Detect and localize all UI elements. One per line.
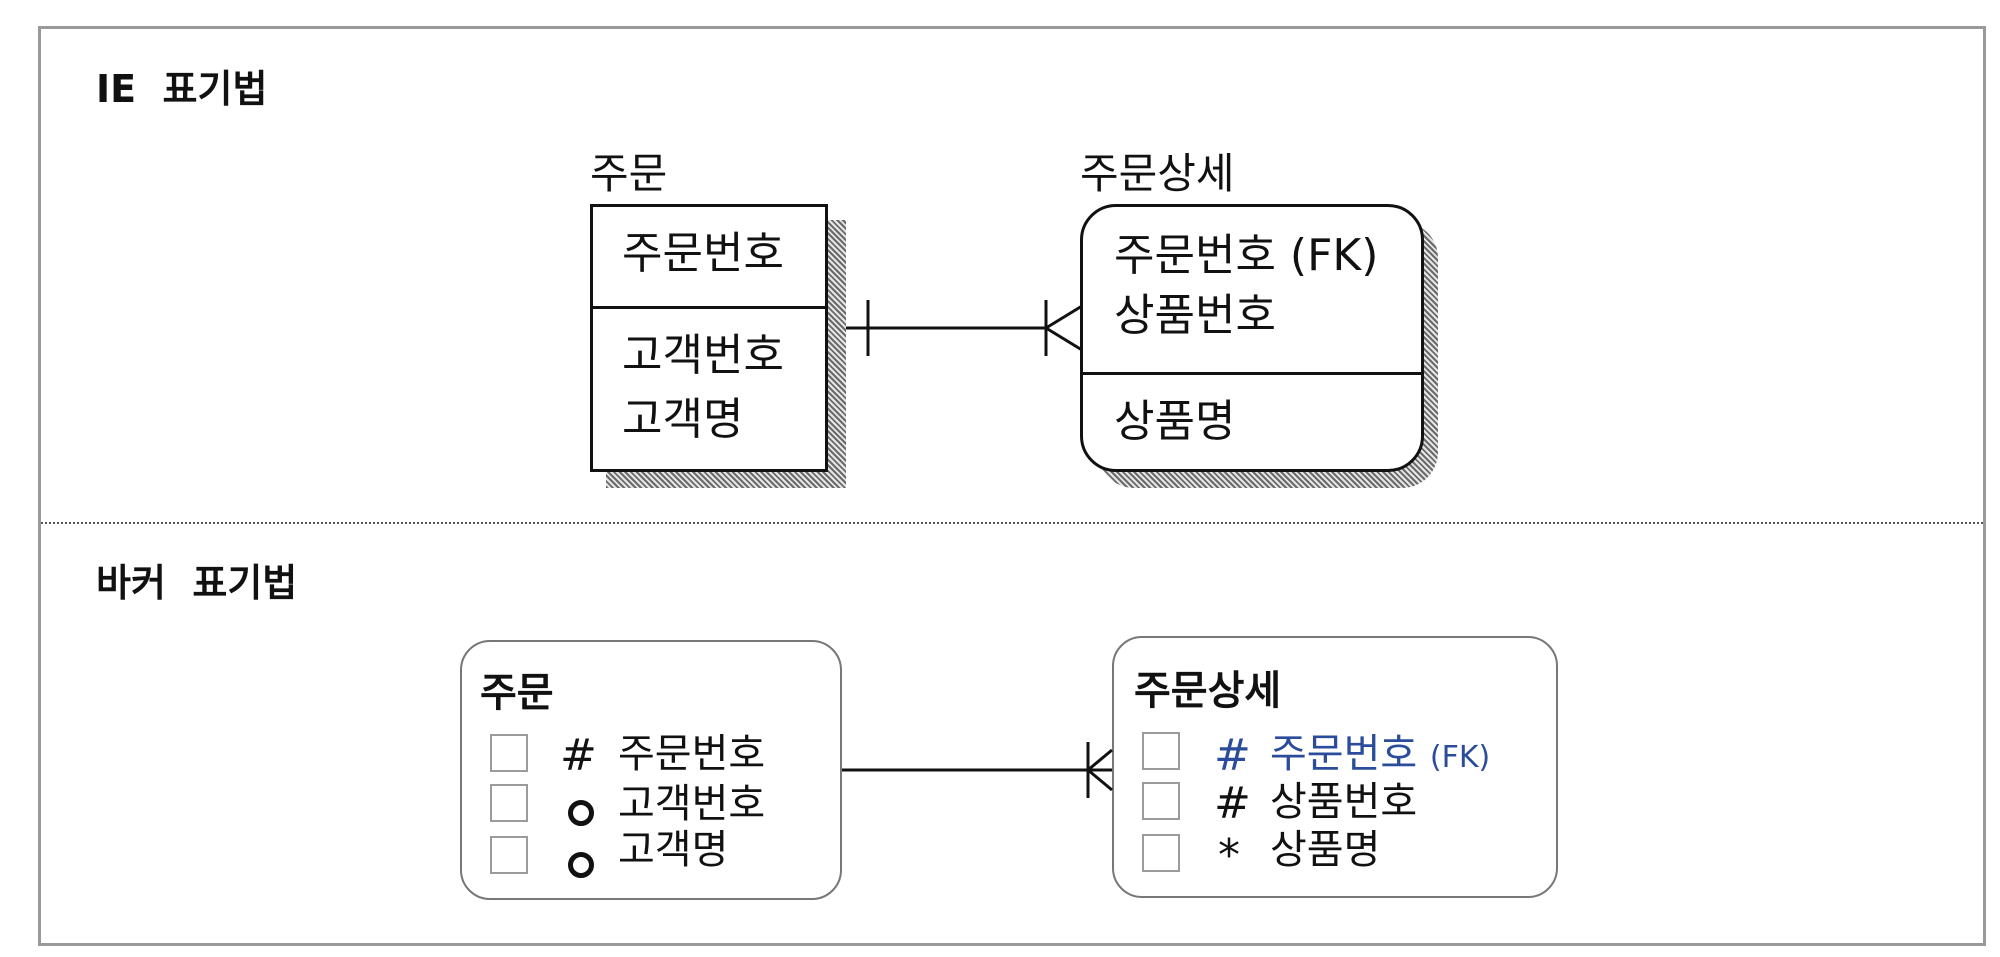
ie-detail-key-separator (1082, 372, 1422, 375)
barker-optional-symbol (568, 800, 594, 826)
barker-row-checkbox (1142, 782, 1180, 820)
barker-identifier-symbol: # (560, 730, 597, 781)
barker-detail-attr: 상품명 (1270, 827, 1381, 873)
section-divider (41, 522, 1983, 524)
barker-row-checkbox (490, 734, 528, 772)
ie-detail-pk-attr: 상품번호 (1114, 290, 1276, 341)
barker-detail-attr: 상품번호 (1270, 779, 1418, 825)
barker-order-entity-name: 주문 (480, 670, 554, 716)
ie-order-entity-box (590, 204, 828, 472)
barker-row-checkbox (1142, 834, 1180, 872)
barker-crowfoot-lower (1087, 768, 1113, 792)
barker-section-title: 바커 표기법 (96, 561, 298, 605)
ie-detail-pk-attr: 주문번호 (FK) (1114, 230, 1379, 281)
ie-order-entity-name: 주문 (590, 149, 668, 198)
barker-row-checkbox (1142, 732, 1180, 770)
ie-section-title: IE 표기법 (96, 67, 268, 111)
ie-order-attr: 고객번호 (622, 330, 784, 381)
ie-crowfoot-upper (1045, 304, 1083, 330)
barker-row-checkbox (490, 836, 528, 874)
ie-order-pk-attr: 주문번호 (622, 228, 784, 279)
barker-mandatory-symbol: * (1218, 830, 1240, 881)
barker-optional-symbol (568, 852, 594, 878)
ie-detail-entity-box (1080, 204, 1424, 472)
ie-order-key-separator (590, 306, 828, 309)
barker-detail-attr: 주문번호 (FK) (1270, 731, 1491, 777)
ie-crowfoot-lower (1045, 326, 1083, 352)
ie-detail-entity-name: 주문상세 (1080, 149, 1235, 198)
outer-frame (38, 26, 1986, 946)
barker-detail-entity-box (1112, 636, 1558, 898)
barker-order-attr: 주문번호 (618, 731, 766, 777)
barker-crowfoot-upper (1087, 748, 1113, 772)
barker-row-checkbox (490, 784, 528, 822)
fk-marker: (FK) (1429, 740, 1491, 775)
barker-order-attr: 고객명 (618, 827, 729, 873)
barker-identifier-symbol: # (1214, 778, 1251, 829)
ie-order-attr: 고객명 (622, 394, 744, 445)
barker-identifier-symbol: # (1214, 730, 1251, 781)
barker-order-attr: 고객번호 (618, 781, 766, 827)
ie-detail-attr: 상품명 (1114, 396, 1236, 447)
barker-detail-entity-name: 주문상세 (1134, 668, 1282, 714)
